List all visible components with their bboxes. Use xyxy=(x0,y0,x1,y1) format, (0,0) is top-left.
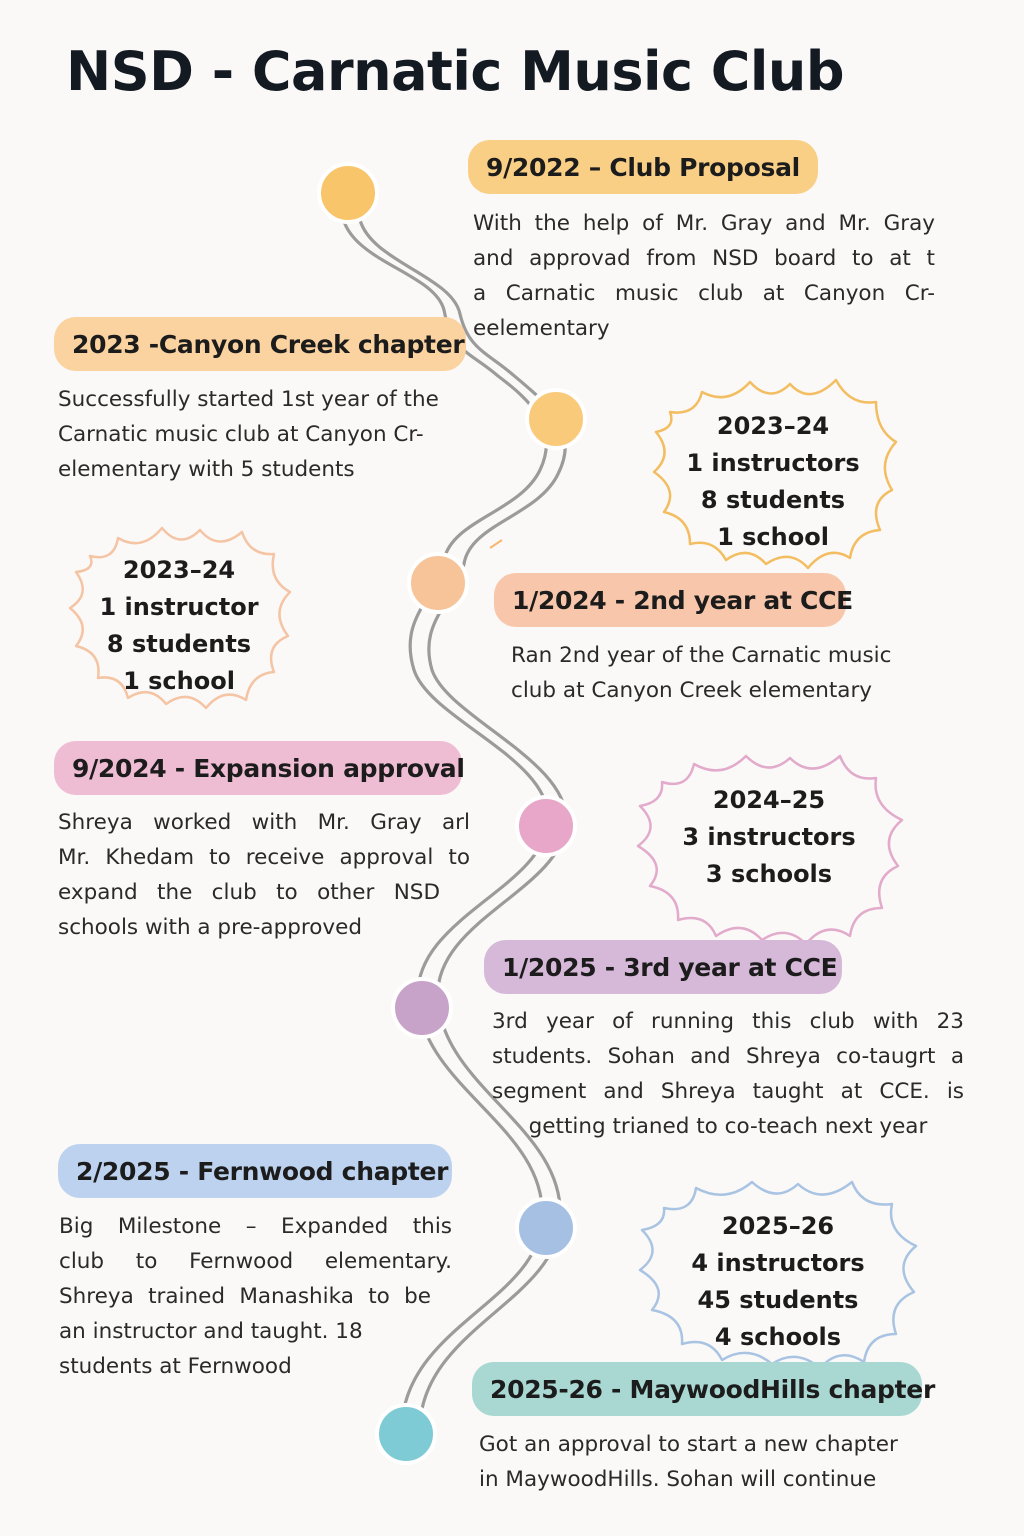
timeline-node-feb-2025 xyxy=(515,1197,577,1259)
stats-burst-2023-24-a: 2023–24 1 instructors 8 students 1 schoo… xyxy=(640,372,906,576)
milestone-label-3rd-year-cce: 1/2025 - 3rd year at CCE xyxy=(484,940,842,994)
timeline-node-2023 xyxy=(525,388,587,450)
timeline-node-jan-2024 xyxy=(407,552,469,614)
timeline-node-sep-2024 xyxy=(515,795,577,857)
page-title: NSD - Carnatic Music Club xyxy=(66,40,845,103)
milestone-label-expansion-approval: 9/2024 - Expansion approval xyxy=(54,741,465,795)
milestone-label-club-proposal: 9/2022 – Club Proposal xyxy=(468,140,818,194)
stats-burst-2023-24-b: 2023–24 1 instructor 8 students 1 school xyxy=(62,520,296,716)
milestone-label-maywoodhills-chapter: 2025-26 - MaywoodHills chapter xyxy=(472,1362,935,1416)
milestone-desc-canyon-creek: Successfully started 1st year of the Car… xyxy=(58,387,439,482)
milestone-desc-fernwood-chapter: Big Milestone – Expanded this club to Fe… xyxy=(59,1214,452,1379)
milestone-label-2nd-year-cce: 1/2024 - 2nd year at CCE xyxy=(494,573,853,627)
milestone-desc-expansion-approval: Shreya worked with Mr. Gray arl Mr. Khed… xyxy=(58,810,470,940)
milestone-desc-maywoodhills-chapter: Got an approval to start a new chapter i… xyxy=(479,1432,898,1492)
milestone-label-fernwood-chapter: 2/2025 - Fernwood chapter xyxy=(58,1144,452,1198)
timeline-nodes xyxy=(317,162,587,1465)
timeline-node-2022 xyxy=(317,162,379,224)
milestone-label-canyon-creek: 2023 -Canyon Creek chapter xyxy=(54,317,466,371)
milestone-desc-3rd-year-cce: 3rd year of running this club with 23 st… xyxy=(492,1009,964,1139)
timeline-node-jan-2025 xyxy=(391,977,453,1039)
decorative-tick xyxy=(489,539,503,549)
timeline-track xyxy=(340,212,568,1424)
milestone-desc-club-proposal: With the help of Mr. Gray and Mr. Gray a… xyxy=(473,211,935,341)
milestone-desc-2nd-year-cce: Ran 2nd year of the Carnatic music club … xyxy=(511,643,892,703)
stats-burst-2025-26: 2025–26 4 instructors 45 students 4 scho… xyxy=(630,1174,926,1370)
stats-burst-2024-25: 2024–25 3 instructors 3 schools xyxy=(626,746,912,950)
timeline-node-2025-26 xyxy=(375,1403,437,1465)
